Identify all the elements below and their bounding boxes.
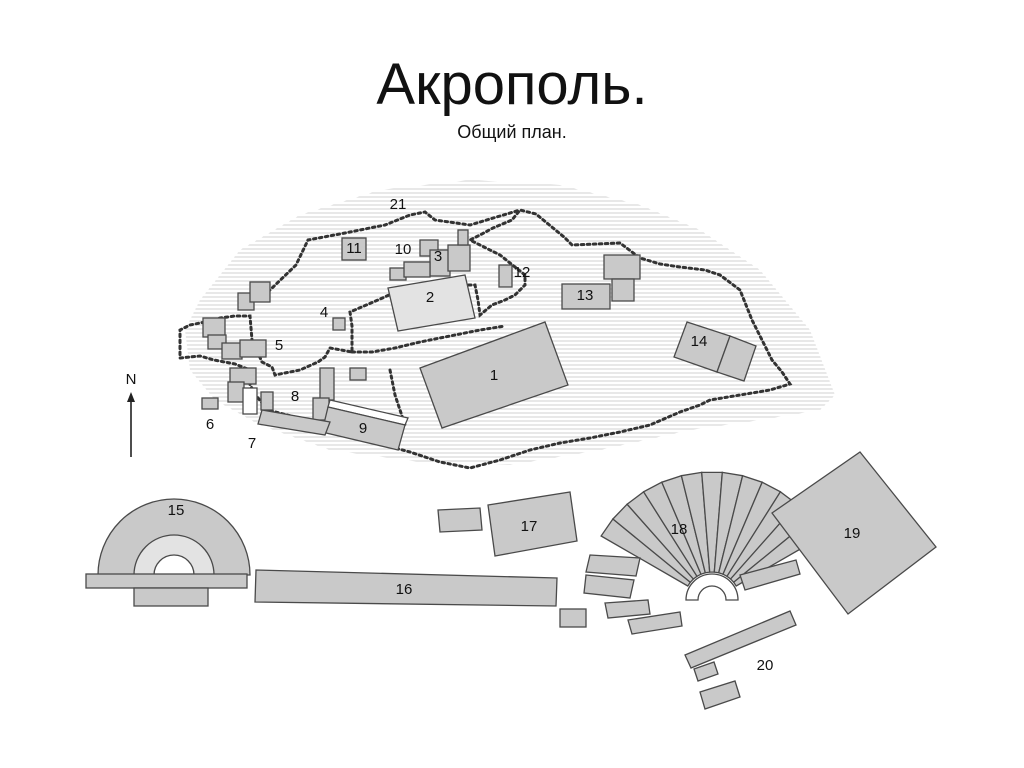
page-subtitle: Общий план.	[457, 122, 567, 142]
theatre-side-block	[583, 574, 635, 599]
building-19[interactable]	[771, 451, 937, 615]
label-3: 3	[434, 248, 442, 265]
building-3-erechtheion[interactable]	[419, 229, 471, 277]
label-16: 16	[396, 581, 413, 598]
building-7[interactable]	[242, 387, 274, 415]
label-6: 6	[206, 416, 214, 433]
building-labels: 1 2 3 4 5 6 7 8 9 10 11 12 13 14 15 16 1…	[168, 196, 861, 674]
page-title: Акрополь.	[376, 52, 648, 117]
building-10[interactable]	[389, 261, 431, 281]
building-18-theatre[interactable]	[583, 471, 824, 635]
building-17[interactable]	[437, 491, 578, 557]
building-6[interactable]	[201, 397, 219, 410]
label-17: 17	[521, 518, 538, 535]
building-11[interactable]	[341, 237, 367, 261]
building-2[interactable]	[387, 274, 476, 332]
building-15[interactable]	[85, 498, 251, 607]
label-21: 21	[390, 196, 407, 213]
building-8[interactable]	[312, 367, 367, 421]
north-arrow: N	[126, 371, 137, 457]
label-9: 9	[359, 420, 367, 437]
theatre-side-block	[604, 599, 651, 619]
theatre-side-block	[627, 611, 683, 635]
label-13: 13	[577, 287, 594, 304]
building-4[interactable]	[332, 317, 346, 331]
theatre-side-block	[739, 559, 801, 591]
label-5: 5	[275, 337, 283, 354]
label-18: 18	[671, 521, 688, 538]
building-16-stoa[interactable]	[254, 569, 558, 607]
label-10: 10	[395, 241, 412, 258]
north-label: N	[126, 371, 137, 388]
label-19: 19	[844, 525, 861, 542]
north-wall	[250, 208, 522, 302]
label-7: 7	[248, 435, 256, 452]
building-14[interactable]	[673, 321, 757, 382]
inner-wall-west	[388, 368, 407, 427]
label-12: 12	[514, 264, 531, 281]
building-1-parthenon[interactable]	[419, 321, 569, 429]
theatre-side-block	[585, 554, 641, 577]
building-16-annex[interactable]	[559, 608, 587, 628]
theatre-orchestra	[685, 573, 739, 601]
label-14: 14	[691, 333, 708, 350]
label-15: 15	[168, 502, 185, 519]
label-11: 11	[346, 240, 362, 257]
stoa-west[interactable]	[257, 409, 331, 436]
building-12[interactable]	[498, 264, 513, 288]
building-13[interactable]	[561, 254, 641, 310]
label-1: 1	[490, 367, 498, 384]
building-20[interactable]	[684, 610, 797, 710]
inner-wall	[350, 324, 507, 354]
label-4: 4	[320, 304, 328, 321]
label-20: 20	[757, 657, 774, 674]
label-2: 2	[426, 289, 434, 306]
label-8: 8	[291, 388, 299, 405]
building-9[interactable]	[321, 399, 409, 451]
